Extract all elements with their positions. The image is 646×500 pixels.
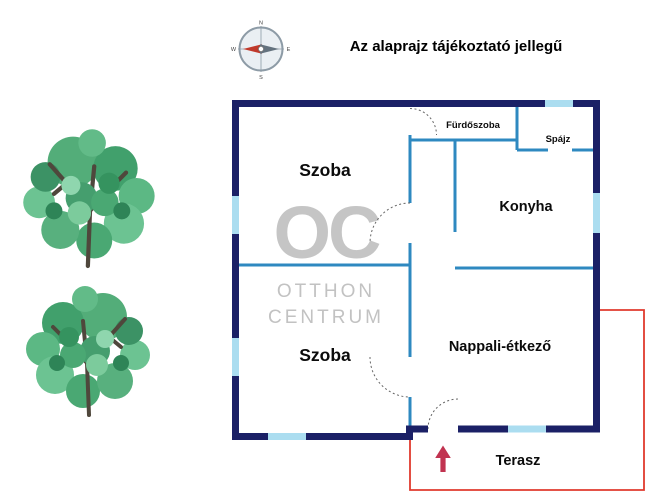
watermark: OC OTTHON CENTRUM — [268, 191, 384, 328]
window — [232, 338, 239, 376]
compass-needle-tail — [260, 44, 279, 54]
compass-hub — [257, 46, 264, 53]
compass: N S W E — [231, 21, 291, 82]
window — [268, 433, 306, 440]
disclaimer-title: Az alaprajz tájékoztató jellegű — [350, 38, 563, 55]
outer-walls — [232, 100, 600, 440]
window — [545, 100, 573, 107]
label-living-dining: Nappali-étkező — [449, 339, 551, 355]
label-room-top: Szoba — [299, 160, 351, 180]
wall-step — [406, 425, 413, 440]
label-kitchen: Konyha — [499, 199, 553, 215]
window — [232, 196, 239, 234]
compass-letter-n: N — [259, 21, 263, 27]
tree — [24, 284, 152, 417]
watermark-line2: CENTRUM — [268, 307, 384, 328]
interior-walls — [237, 103, 597, 427]
windows — [232, 100, 600, 440]
tree — [23, 129, 154, 266]
terrace-direction-arrow-icon — [435, 445, 451, 472]
label-bathroom: Fürdőszoba — [446, 120, 501, 131]
room-bottom-door-arc — [369, 356, 411, 398]
compass-letter-s: S — [259, 75, 263, 81]
bathroom-door-arc — [409, 108, 437, 136]
floor-plan: OC OTTHON CENTRUM Szoba Fürdőszoba — [232, 100, 645, 491]
window — [593, 193, 600, 233]
label-room-bottom: Szoba — [299, 345, 351, 365]
terrace-door-arc — [427, 398, 459, 430]
compass-needle-icon — [243, 44, 262, 54]
watermark-initials: OC — [274, 191, 381, 274]
label-pantry: Spájz — [546, 134, 571, 145]
compass-letter-w: W — [231, 47, 237, 53]
compass-letter-e: E — [287, 47, 291, 53]
room-labels: Szoba Fürdőszoba Spájz Konyha Szoba Napp… — [299, 120, 570, 469]
window — [508, 425, 546, 433]
label-terrace: Terasz — [496, 453, 541, 469]
terrace-outline — [409, 309, 645, 491]
watermark-line1: OTTHON — [277, 281, 375, 302]
room-top-door-arc — [369, 202, 411, 244]
